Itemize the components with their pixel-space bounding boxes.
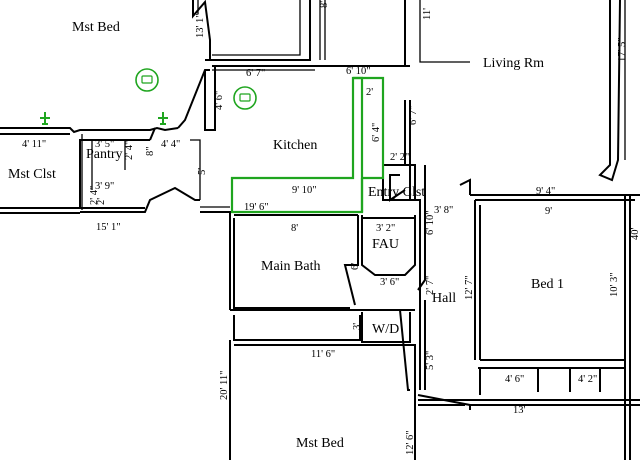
dimension-label: 8'	[291, 223, 298, 234]
dimension-label: 2' 4"	[89, 186, 100, 205]
dimension-label: 20' 11"	[219, 371, 230, 400]
room-label-pantry: Pantry	[86, 147, 123, 162]
dimension-label: 19' 6"	[244, 202, 269, 213]
dimension-label: 13'	[513, 405, 526, 416]
dimension-label: 13' 1"	[195, 13, 206, 38]
dimension-label: 2' 2"	[390, 152, 409, 163]
dimension-label: 15' 1"	[96, 222, 121, 233]
dimension-labels: 6' 7" 6' 10" 2' 2' 2" 9' 10" 19' 6" 15' …	[22, 1, 640, 455]
dimension-label: 40'	[630, 228, 640, 241]
dimension-label: 3' 8"	[434, 205, 453, 216]
kitchen-highlight	[230, 76, 385, 214]
dimension-label: 6' 7"	[408, 106, 419, 125]
room-label-entry-clst: Entry Clst	[368, 185, 425, 200]
dimension-label: 6' 10"	[425, 210, 436, 235]
dimension-label: 5' 3"	[425, 351, 436, 370]
room-label-kitchen: Kitchen	[273, 138, 317, 153]
outlet-icon	[135, 68, 159, 92]
dimension-label: 2' 7"	[425, 276, 436, 295]
dimension-label: 6' 7"	[246, 68, 265, 79]
dimension-label: 4' 4"	[161, 139, 180, 150]
dimension-label: 9' 10"	[292, 185, 317, 196]
dimension-label: 6' 4"	[371, 123, 382, 142]
dimension-label: 10' 3"	[609, 272, 620, 297]
dimension-label: 8"	[145, 146, 156, 156]
dimension-label: 6' 10"	[346, 66, 371, 77]
dimension-label: 4' 2"	[578, 374, 597, 385]
room-label-bed-1: Bed 1	[531, 277, 564, 292]
dimension-label: 3' 6"	[380, 277, 399, 288]
faucet-icon	[40, 112, 50, 125]
dimension-label: 2'	[96, 198, 107, 205]
room-label-mst-bed-bottom: Mst Bed	[296, 436, 344, 451]
dimension-label: 6'	[350, 263, 361, 270]
dimension-label: 3' 5"	[95, 139, 114, 150]
room-label-fau: FAU	[372, 237, 399, 252]
dimension-label: 12' 7"	[464, 275, 475, 300]
dimension-label: 2' 4"	[124, 141, 135, 160]
dimension-label: 11' 6"	[311, 349, 335, 360]
dimension-label: 3' 2"	[376, 223, 395, 234]
dimension-label: 8'	[319, 1, 330, 8]
room-label-mst-bed-top: Mst Bed	[72, 20, 120, 35]
dimension-label: 4' 6"	[214, 91, 225, 110]
room-label-living-rm: Living Rm	[483, 56, 544, 71]
dimension-label: 4' 6"	[505, 374, 524, 385]
dimension-label: 12' 6"	[405, 430, 416, 455]
dimension-label: 11'	[422, 8, 433, 20]
dimension-label: 4' 11"	[22, 139, 46, 150]
faucet-icon	[158, 112, 168, 125]
room-label-mst-clst: Mst Clst	[8, 167, 56, 182]
dimension-label: 3'	[352, 323, 363, 330]
dimension-label: 17' 5"	[617, 37, 628, 62]
dimension-label: 3' 9"	[95, 181, 114, 192]
room-label-hall: Hall	[432, 291, 456, 306]
room-label-wd: W/D	[372, 322, 399, 337]
outlet-icon	[233, 86, 257, 110]
dimension-label: 9'	[545, 206, 552, 217]
room-label-main-bath: Main Bath	[261, 259, 321, 274]
dimension-label: 2'	[366, 87, 373, 98]
dimension-label: 5'	[197, 168, 208, 175]
dimension-label: 9' 4"	[536, 186, 555, 197]
